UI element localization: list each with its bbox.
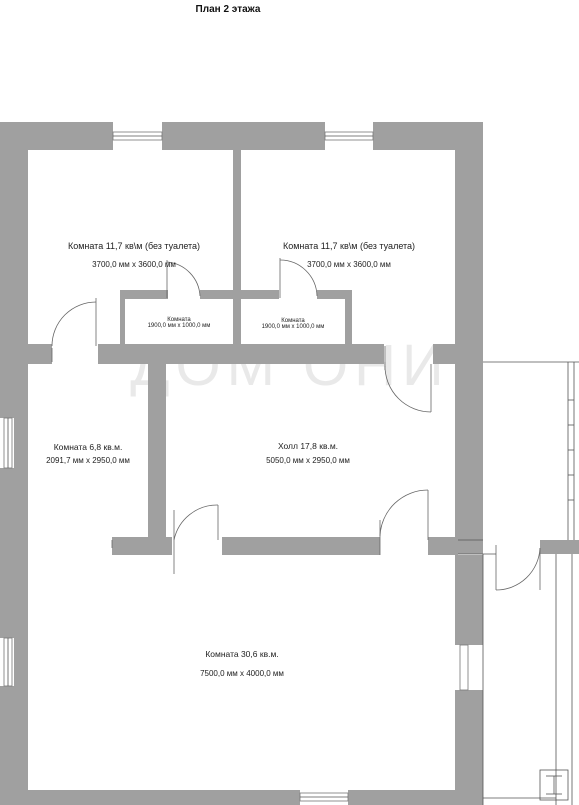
wall-low-3 (428, 537, 458, 555)
closet-right-size: 1900,0 мм x 1000,0 мм (262, 324, 325, 330)
annex (458, 361, 579, 805)
closet-left-top-b (200, 290, 237, 299)
wall-bedroom-divider (233, 150, 241, 298)
wall-bottom-1 (0, 790, 300, 805)
walls (0, 122, 579, 805)
wall-left-3 (0, 468, 14, 638)
closet-left-name: Комната (167, 317, 191, 323)
wall-left-4 (0, 686, 14, 805)
wall-bottom-2 (348, 790, 483, 805)
closet-right-top-a (237, 290, 279, 299)
wall-low-5 (540, 540, 579, 554)
closet-left-side (120, 290, 125, 346)
closet-right-top-b (317, 290, 352, 299)
bedroom-right-name: Комната 11,7 кв\м (без туалета) (283, 241, 415, 251)
wall-low-2 (222, 537, 380, 555)
doors (51, 258, 541, 591)
closet-left-size: 1900,0 мм x 1000,0 мм (148, 323, 211, 329)
wall-mid-3 (433, 344, 483, 364)
door-arc-4 (384, 365, 432, 413)
window-right (459, 644, 469, 691)
closet-right-name: Комната (281, 318, 305, 324)
room-small-name: Комната 6,8 кв.м. (54, 442, 123, 452)
door-arc-1 (51, 301, 97, 347)
wall-low-4 (458, 540, 483, 554)
closet-right-side (345, 290, 352, 346)
room-large-size: 7500,0 мм x 4000,0 мм (200, 669, 284, 678)
closet-left-top-a (120, 290, 168, 299)
wall-left-2 (0, 362, 14, 418)
wall-left-inner (14, 362, 28, 805)
wall-left-1 (0, 122, 28, 344)
wall-hall-left (148, 362, 166, 538)
closet-divider (233, 296, 241, 346)
plan-title: План 2 этажа (196, 4, 261, 15)
room-labels: Комната 11,7 кв\м (без туалета) 3700,0 м… (46, 241, 415, 678)
wall-mid-2 (98, 344, 384, 364)
hall-name: Холл 17,8 кв.м. (278, 441, 338, 451)
door-arc-3 (279, 259, 318, 297)
wall-right-bottom (455, 690, 483, 805)
hall-size: 5050,0 мм x 2950,0 мм (266, 456, 350, 465)
wall-top-2 (162, 122, 325, 150)
windows (3, 131, 469, 802)
wall-right-mid (455, 555, 483, 645)
wall-hall-right (455, 362, 483, 540)
door-arc-6 (379, 489, 429, 537)
bedroom-left-name: Комната 11,7 кв\м (без туалета) (68, 241, 200, 251)
watermark: ДОМ ОНИ (130, 333, 450, 398)
wall-mid-1 (0, 344, 52, 364)
bedroom-left-size: 3700,0 мм x 3600,0 мм (92, 260, 176, 269)
bedroom-right-size: 3700,0 мм x 3600,0 мм (307, 260, 391, 269)
room-small-size: 2091,7 мм x 2950,0 мм (46, 456, 130, 465)
door-arc-5 (173, 504, 219, 541)
stair-icon (539, 769, 569, 801)
wall-right-top (455, 122, 483, 348)
door-arc-7 (495, 547, 541, 591)
room-large-name: Комната 30,6 кв.м. (205, 649, 278, 659)
door-arc-2 (166, 261, 201, 297)
wall-low-1 (112, 537, 172, 555)
